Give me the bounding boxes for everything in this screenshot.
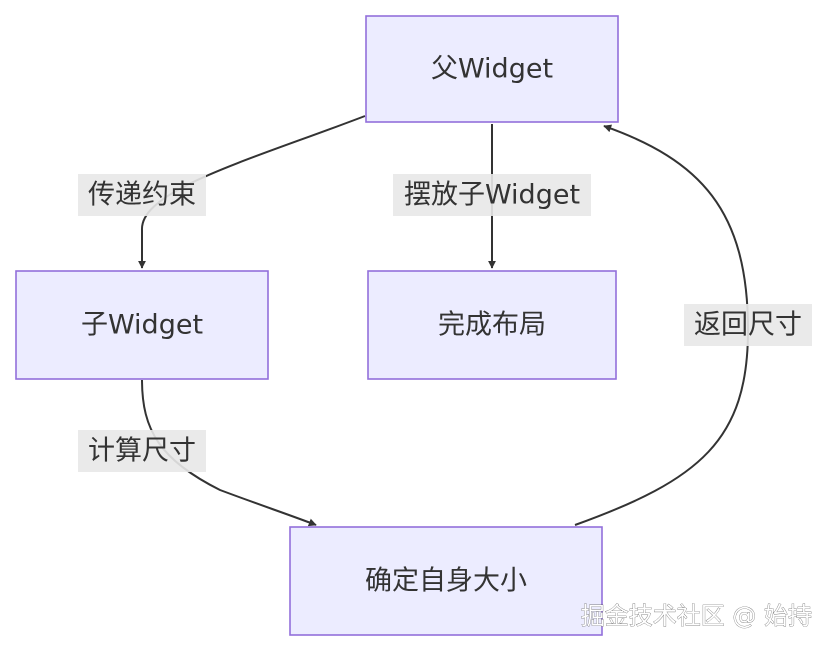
node-layout-done: 完成布局: [367, 270, 617, 380]
node-self-size: 确定自身大小: [289, 526, 603, 636]
watermark: 掘金技术社区 @ 始持: [581, 602, 812, 630]
edge-compute-size: [141, 379, 317, 527]
node-layout-done-label: 完成布局: [438, 310, 546, 341]
edge-label-compute-size-text: 计算尺寸: [88, 436, 196, 467]
node-parent-widget: 父Widget: [365, 15, 619, 123]
node-parent-label: 父Widget: [431, 54, 553, 85]
edge-label-compute-size: 计算尺寸: [78, 430, 206, 472]
node-self-size-label: 确定自身大小: [365, 566, 527, 597]
edge-label-return-size-text: 返回尺寸: [694, 310, 802, 341]
edge-label-pass-constraints-text: 传递约束: [88, 180, 196, 211]
edge-label-place-child: 摆放子Widget: [393, 174, 591, 216]
node-child-widget: 子Widget: [15, 270, 269, 380]
edge-label-pass-constraints: 传递约束: [78, 174, 206, 216]
edge-label-return-size: 返回尺寸: [684, 304, 812, 346]
edge-label-place-child-text: 摆放子Widget: [404, 180, 580, 211]
node-child-label: 子Widget: [81, 310, 203, 341]
